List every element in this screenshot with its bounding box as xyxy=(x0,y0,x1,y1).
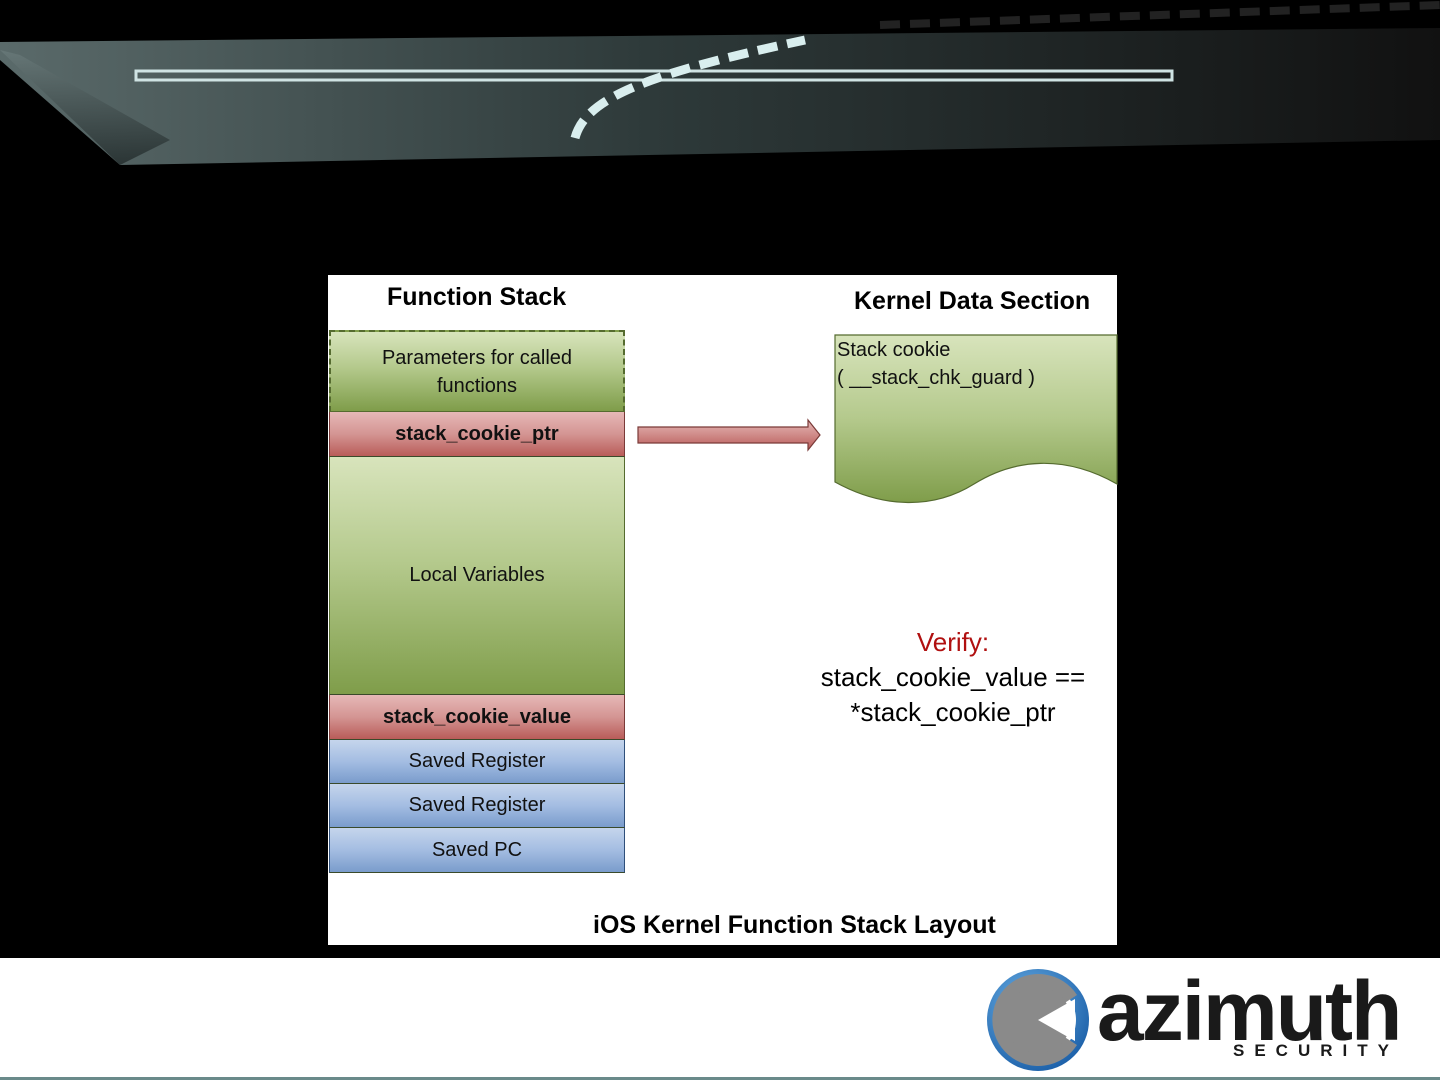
stack-cookie-shape xyxy=(834,334,1118,504)
stack-chk-guard-label: ( __stack_chk_guard ) xyxy=(837,367,1035,389)
stack-block-label: Saved Register xyxy=(408,794,546,816)
diagram-caption: iOS Kernel Function Stack Layout xyxy=(593,911,996,939)
stack-block-label: stack_cookie_value xyxy=(383,705,571,728)
verify-expression-line2: *stack_cookie_ptr xyxy=(850,697,1056,727)
pointer-arrow xyxy=(637,418,821,452)
logo-subtitle: SECURITY xyxy=(1233,1041,1399,1060)
verify-expression-line1: stack_cookie_value == xyxy=(820,662,1086,692)
azimuth-logo-icon xyxy=(987,969,1089,1071)
azimuth-security-logo: azimuth SECURITY xyxy=(985,965,1405,1075)
stack-block-saved-register: Saved Register xyxy=(329,740,625,784)
stack-block-saved-register: Saved Register xyxy=(329,784,625,828)
stack-block-label: Saved PC xyxy=(431,838,523,861)
stack-block-cookie-value: stack_cookie_value xyxy=(329,695,625,740)
stack-block-label: Saved Register xyxy=(408,750,546,772)
header-banner xyxy=(0,1,1440,165)
logo-wordmark: azimuth xyxy=(1097,964,1402,1058)
stack-layout-diagram: Function Stack Kernel Data Section Param… xyxy=(328,275,1118,945)
verify-condition: Verify: stack_cookie_value == *stack_coo… xyxy=(788,625,1118,730)
footer-line xyxy=(0,1077,1440,1080)
stack-block-label: Local Variables xyxy=(409,564,545,586)
stack-block-label: Parameters for called functions xyxy=(381,346,573,397)
kernel-data-section-title: Kernel Data Section xyxy=(854,287,1091,315)
function-stack-title: Function Stack xyxy=(387,283,567,311)
stack-block-parameters: Parameters for called functions xyxy=(329,330,625,412)
stack-block-local-variables: Local Variables xyxy=(329,457,625,695)
footer-bar xyxy=(0,958,1440,1080)
stack-cookie-label: Stack cookie xyxy=(837,339,951,361)
stack-block-label: stack_cookie_ptr xyxy=(395,422,559,445)
stack-block-cookie-ptr: stack_cookie_ptr xyxy=(329,412,625,457)
verify-label: Verify: xyxy=(916,627,990,657)
stack-block-saved-pc: Saved PC xyxy=(329,828,625,873)
